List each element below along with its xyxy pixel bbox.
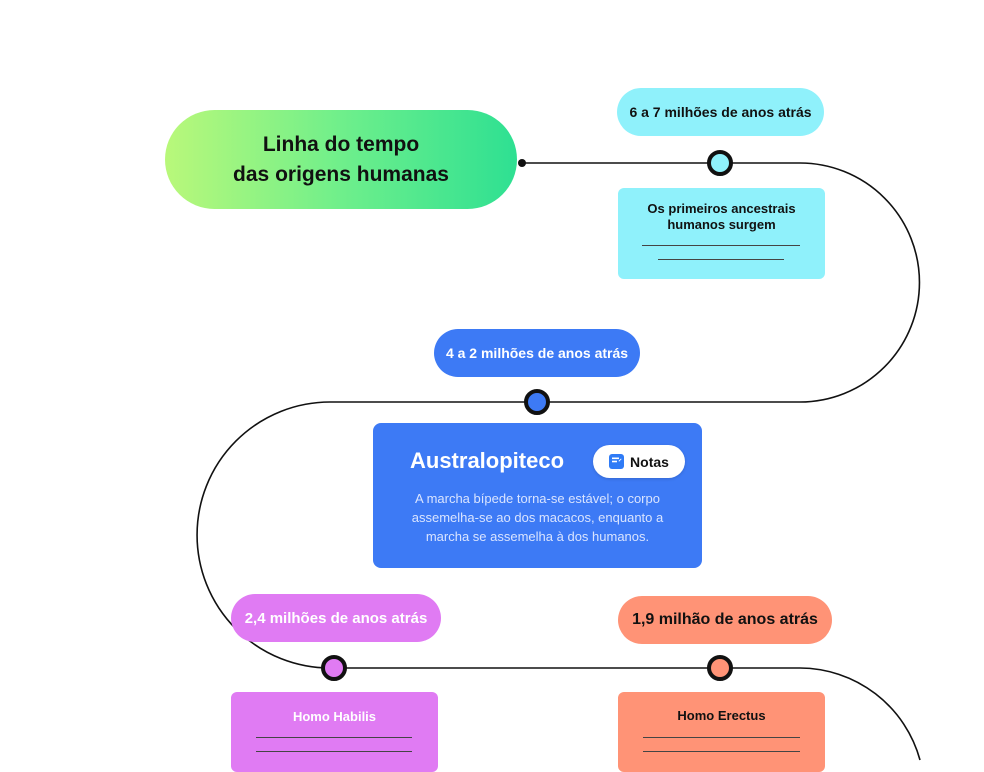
time-label-event-1: 6 a 7 milhões de anos atrás: [617, 88, 824, 136]
timeline-dot-event-1: [707, 150, 733, 176]
timeline-dot-event-3: [321, 655, 347, 681]
title-line-2: das origens humanas: [233, 162, 449, 186]
timeline-path: [196, 162, 921, 761]
placeholder-line: [643, 751, 800, 752]
time-label-event-3: 2,4 milhões de anos atrás: [231, 594, 441, 642]
placeholder-line: [658, 259, 784, 260]
event-card-3: Homo Habilis: [231, 692, 438, 772]
notes-button-label: Notas: [630, 453, 669, 470]
notes-icon: [609, 454, 625, 469]
title-line-1: Linha do tempo: [262, 132, 420, 156]
time-label-text: 4 a 2 milhões de anos atrás: [445, 345, 629, 361]
time-label-event-2: 4 a 2 milhões de anos atrás: [434, 329, 640, 377]
event-card-4: Homo Erectus: [618, 692, 825, 772]
event-card-1: Os primeiros ancestrais humanos surgem: [618, 188, 825, 279]
time-label-text: 1,9 milhão de anos atrás: [632, 611, 818, 628]
placeholder-line: [643, 737, 800, 738]
title-connector-dot: [518, 159, 526, 167]
event-card-title: Os primeiros ancestrais humanos surgem: [618, 201, 825, 233]
time-label-event-4: 1,9 milhão de anos atrás: [618, 596, 832, 644]
event-card-title-line-1: Os primeiros ancestrais: [647, 201, 796, 216]
time-label-text: 2,4 milhões de anos atrás: [244, 609, 428, 627]
timeline-dot-event-4: [707, 655, 733, 681]
title-pill: Linha do tempo das origens humanas: [165, 110, 517, 209]
placeholder-line: [256, 751, 412, 752]
event-card-title: Homo Habilis: [292, 709, 377, 724]
notes-button[interactable]: Notas: [593, 445, 685, 478]
placeholder-line: [256, 737, 412, 738]
time-label-text: 6 a 7 milhões de anos atrás: [629, 104, 812, 120]
placeholder-line: [642, 245, 800, 246]
event-card-title-line-2: humanos surgem: [667, 217, 776, 232]
timeline-dot-event-2: [524, 389, 550, 415]
event-card-title: Australopiteco: [410, 448, 565, 473]
event-description: A marcha bípede torna-se estável; o corp…: [411, 491, 664, 544]
event-card-title: Homo Erectus: [677, 708, 766, 723]
